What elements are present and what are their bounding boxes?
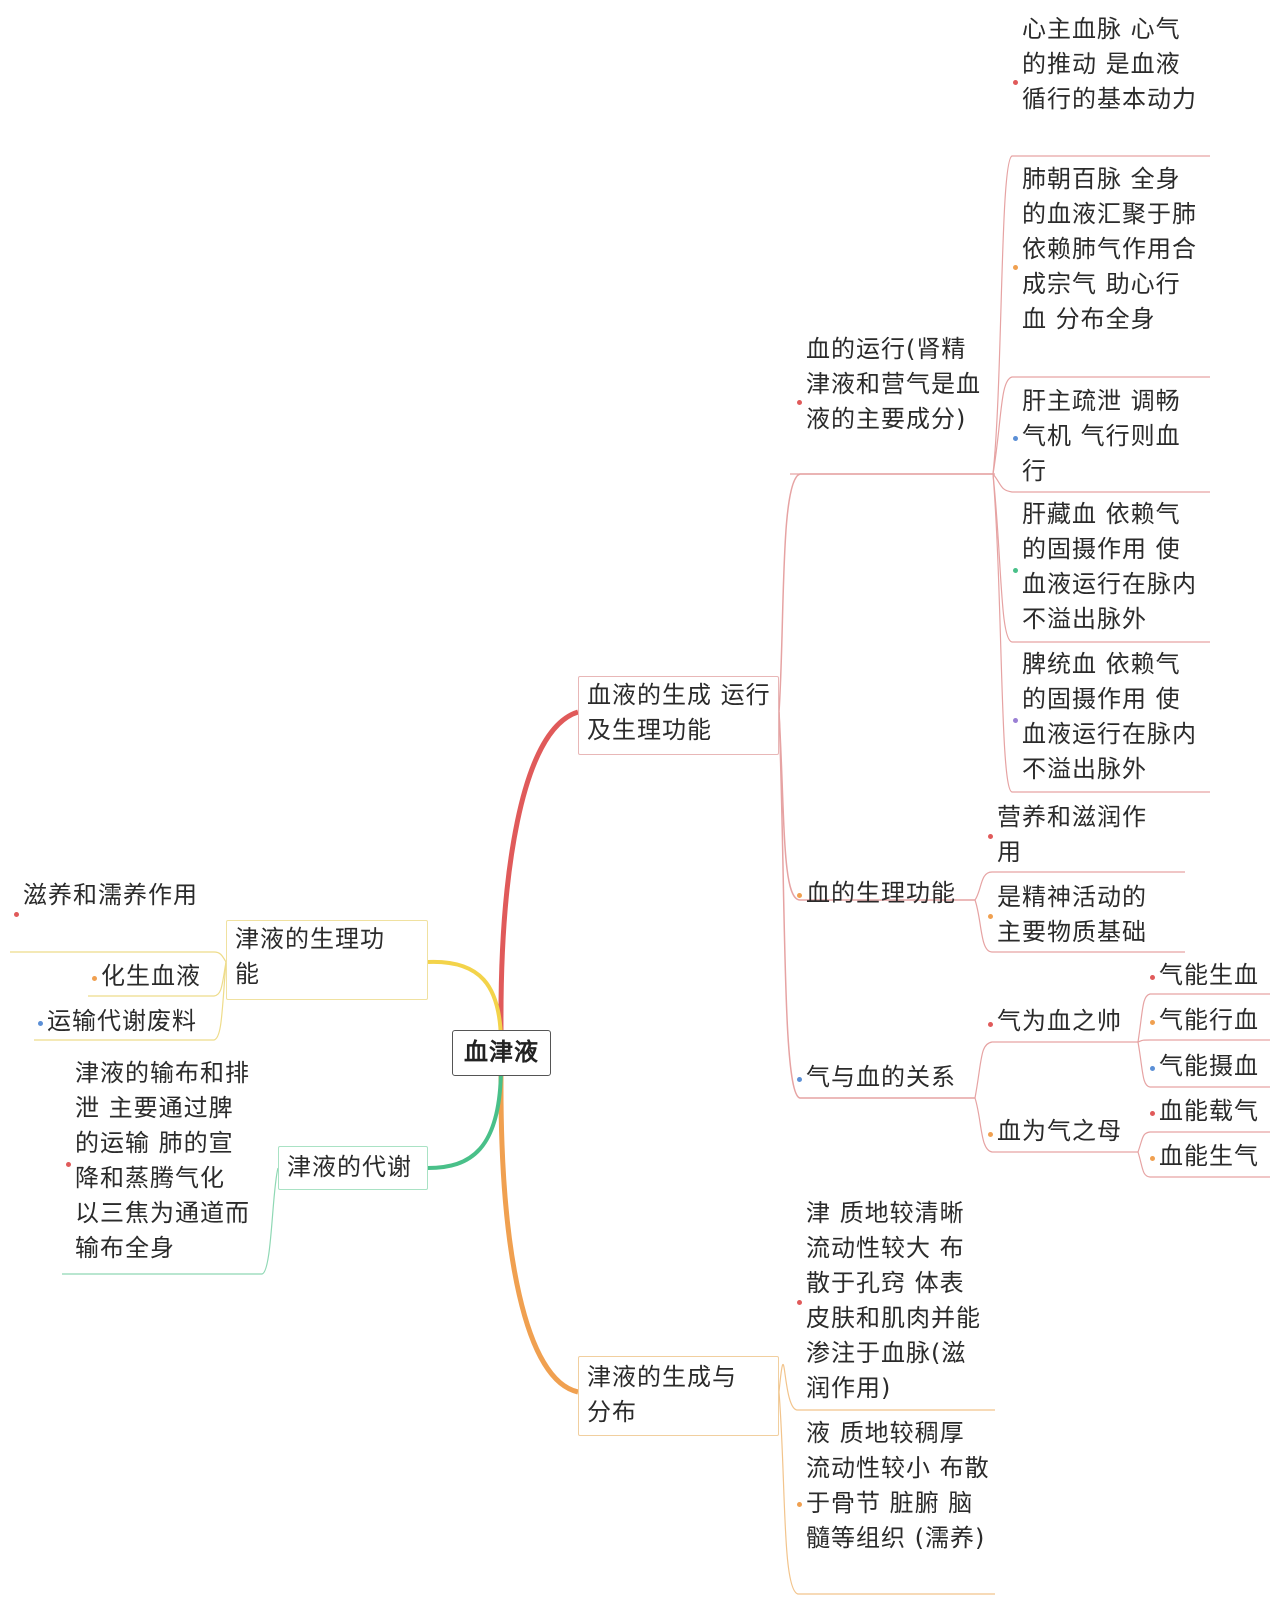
connector-l1 (10, 951, 227, 963)
connector-blood-circulation (778, 473, 993, 713)
node-jin-fluid[interactable]: 津 质地较清晰 流动性较大 布散于孔窍 体表 皮肤和肌肉并能渗注于血脉(滋润作用… (806, 1199, 981, 1402)
connector-d1 (778, 1363, 995, 1411)
node-blood-circulation[interactable]: 血的运行(肾精 津液和营气是血液的主要成分) (806, 335, 981, 433)
node-qi-blood-relation[interactable]: 气与血的关系 (806, 1063, 956, 1091)
bullet-dot (988, 914, 993, 919)
node-liver-storage[interactable]: 肝藏血 依赖气的固摄作用 使血液运行在脉内 不溢出脉外 (1022, 500, 1197, 633)
connector-c2 (992, 376, 1210, 475)
bullet-dot (1013, 265, 1018, 270)
branch-curve-fluid-function (427, 959, 503, 1041)
connector-f2 (974, 899, 1185, 953)
bullet-dot (797, 1502, 802, 1507)
connector-c5 (992, 473, 1210, 793)
node-qi-commands-blood[interactable]: 气为血之帅 (997, 1007, 1122, 1035)
bullet-dot (988, 834, 993, 839)
connector-c4 (992, 473, 1210, 643)
bullet-dot (1013, 718, 1018, 723)
bullet-dot (1150, 1066, 1155, 1071)
branch-curve-fluid-metabolism (427, 1069, 503, 1170)
bullet-dot (1150, 975, 1155, 980)
bullet-dot (797, 1077, 802, 1082)
bullet-dot (797, 1300, 802, 1305)
connector-q2a (1137, 1131, 1270, 1153)
bullet-dot (1150, 1111, 1155, 1116)
bullet-dot (1150, 1020, 1155, 1025)
branch-curve-fluid-distribution (498, 1075, 579, 1395)
connector-f1 (974, 871, 1185, 901)
branch-curve-blood (498, 709, 579, 1031)
connector-q2b (1137, 1151, 1270, 1178)
node-fluid-function-label: 津液的生理功能 (235, 925, 385, 988)
bullet-dot (14, 912, 19, 917)
node-nourish-moisten[interactable]: 营养和滋润作用 (997, 803, 1147, 866)
bullet-dot (92, 976, 97, 981)
bullet-dot (66, 1162, 71, 1167)
bullet-dot (1013, 568, 1018, 573)
node-spleen-control[interactable]: 脾统血 依赖气的固摄作用 使血液运行在脉内 不溢出脉外 (1022, 650, 1197, 783)
connector-c3 (992, 473, 1210, 493)
node-heart-vessels[interactable]: 心主血脉 心气的推动 是血液循行的基本动力 (1022, 15, 1197, 113)
connector-qi-blood (778, 711, 975, 1099)
bullet-dot (797, 400, 802, 405)
node-fluid-distribution-box[interactable] (578, 1356, 779, 1436)
node-blood-function[interactable]: 血的生理功能 (806, 879, 956, 907)
node-fluid-distribution-label: 津液的生成与分布 (587, 1363, 737, 1426)
connector-q1a (1137, 993, 1270, 1043)
node-blood-mother-qi[interactable]: 血为气之母 (997, 1117, 1122, 1145)
node-blood-label: 血液的生成 运行及生理功能 (587, 681, 771, 744)
connector-q1b (1137, 1039, 1270, 1043)
connector-d2 (778, 1391, 995, 1595)
bullet-dot (797, 893, 802, 898)
bullet-dot (1150, 1156, 1155, 1161)
node-blood-box[interactable] (578, 676, 779, 755)
node-mental-basis[interactable]: 是精神活动的主要物质基础 (997, 883, 1147, 946)
node-blood-generates-qi[interactable]: 血能生气 (1159, 1142, 1259, 1170)
connector-q1c (1137, 1041, 1270, 1088)
connector-l3 (34, 961, 227, 1041)
node-transport-waste[interactable]: 运输代谢废料 (47, 1007, 197, 1035)
node-ye-fluid[interactable]: 液 质地较稠厚 流动性较小 布散于骨节 脏腑 脑 髓等组织 (濡养) (806, 1419, 990, 1552)
node-liver-dispersion[interactable]: 肝主疏泄 调畅气机 气行则血行 (1022, 387, 1181, 485)
node-fluid-transport[interactable]: 津液的输布和排泄 主要通过脾的运输 肺的宣降和蒸腾气化 以三焦为通道而输布全身 (75, 1059, 250, 1262)
root-node[interactable]: 血津液 (452, 1030, 551, 1076)
node-blood-carries-qi[interactable]: 血能载气 (1159, 1097, 1259, 1125)
node-fluid-metabolism-label: 津液的代谢 (287, 1153, 412, 1181)
bullet-dot (988, 1022, 993, 1027)
node-fluid-metabolism-box[interactable] (278, 1146, 428, 1190)
connector-m1 (62, 1167, 279, 1275)
node-qi-generates-blood[interactable]: 气能生血 (1159, 961, 1259, 989)
node-produce-blood[interactable]: 化生血液 (101, 962, 201, 990)
connector-blood-function (778, 711, 975, 901)
connector-q2 (974, 1097, 1138, 1153)
bullet-dot (38, 1021, 43, 1026)
node-qi-holds-blood[interactable]: 气能摄血 (1159, 1052, 1259, 1080)
node-lung-vessels[interactable]: 肺朝百脉 全身的血液汇聚于肺 依赖肺气作用合成宗气 助心行血 分布全身 (1022, 165, 1197, 333)
bullet-dot (988, 1132, 993, 1137)
connector-c1 (992, 155, 1210, 475)
node-fluid-function-box[interactable] (226, 920, 428, 1000)
connector-q1 (974, 1041, 1138, 1099)
node-nourish-lubricate[interactable]: 滋养和濡养作用 (23, 881, 198, 909)
bullet-dot (1013, 80, 1018, 85)
node-qi-moves-blood[interactable]: 气能行血 (1159, 1006, 1259, 1034)
bullet-dot (1013, 436, 1018, 441)
